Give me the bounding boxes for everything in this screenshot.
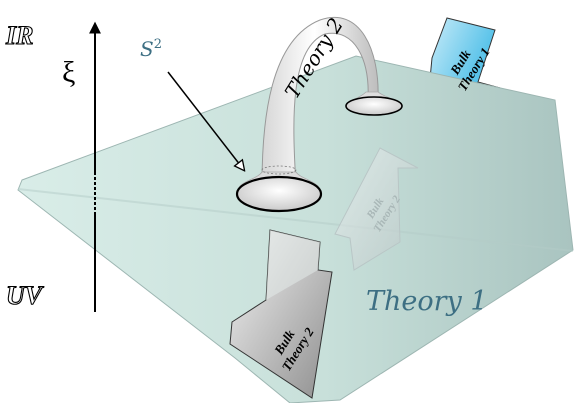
s2-label: S2 <box>140 37 162 61</box>
uv-label: UV <box>6 281 45 310</box>
bulk-theory2-bottom-arrow <box>229 229 333 399</box>
theory1-plane-label: Theory 1 <box>366 286 488 317</box>
small-disk <box>345 91 403 116</box>
xi-label: ξ <box>62 56 75 89</box>
s2-disk <box>235 165 323 213</box>
s2-pointer <box>167 71 244 170</box>
bulk-theory2-faded-arrow <box>334 147 419 271</box>
theory1-plane <box>17 55 574 403</box>
ir-label: IR <box>5 21 33 50</box>
